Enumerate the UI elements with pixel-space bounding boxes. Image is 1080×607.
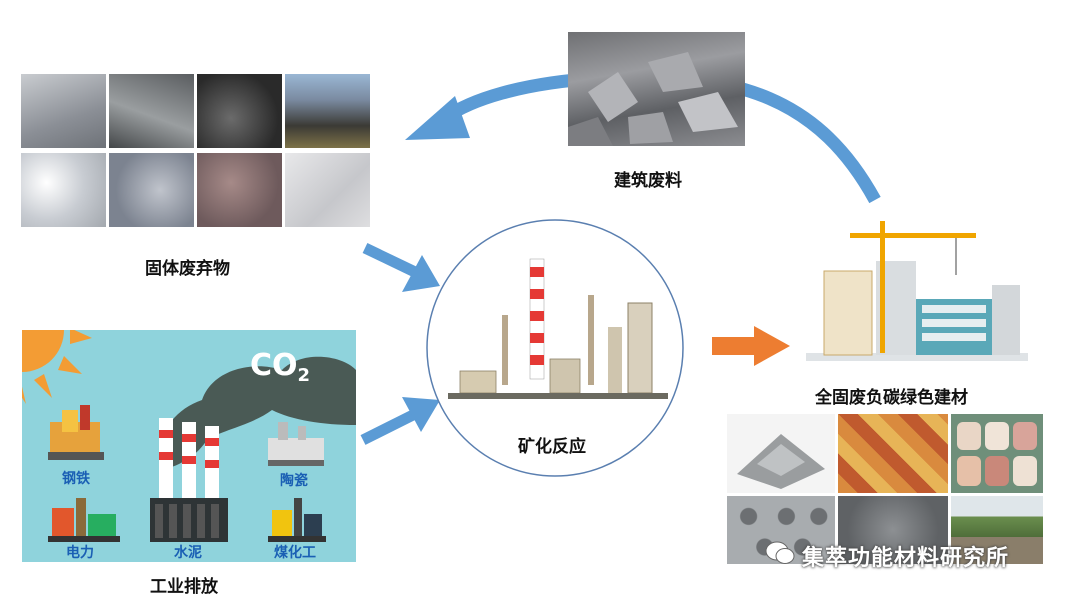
material-photo-hollow-blocks <box>727 414 835 493</box>
industry-label-power: 电力 <box>66 545 94 561</box>
reaction-circle <box>426 219 684 477</box>
power-plant-icon <box>48 498 120 542</box>
sun-icon <box>22 330 92 404</box>
construction-waste-label: 建筑废料 <box>614 171 682 191</box>
industrial-emission-label: 工业排放 <box>150 577 218 597</box>
waste-photo-powder <box>285 153 370 227</box>
waste-photo-mine <box>285 74 370 148</box>
waste-photo-ash <box>109 74 194 148</box>
coal-chemical-icon <box>268 498 326 542</box>
construction-site-illustration <box>806 221 1028 361</box>
waste-photo-slag <box>21 74 106 148</box>
industrial-emission-panel: CO2 钢铁 陶瓷 电力 水泥 煤化工 <box>22 330 356 562</box>
industry-illustration <box>22 330 356 542</box>
construction-waste-photo <box>568 32 745 146</box>
arrow-to-materials <box>712 326 790 366</box>
waste-photo-gray-stones <box>109 153 194 227</box>
industry-label-steel: 钢铁 <box>62 471 90 487</box>
material-photo-embankment <box>951 496 1043 564</box>
steel-factory-icon <box>48 405 104 460</box>
ceramics-factory-icon <box>268 422 324 466</box>
green-materials-label: 全固废负碳绿色建材 <box>815 388 968 408</box>
industry-label-cement: 水泥 <box>174 545 202 561</box>
industry-label-coal-chemical: 煤化工 <box>274 545 316 561</box>
co2-main: CO <box>250 348 298 383</box>
co2-subscript: 2 <box>297 365 311 386</box>
material-photo-cylinders <box>951 414 1043 493</box>
co2-label: CO2 <box>250 348 310 386</box>
mineralization-label: 矿化反应 <box>518 437 586 457</box>
watermark-text: 集萃功能材料研究所 <box>802 546 1010 571</box>
chemical-plant-illustration <box>448 258 668 399</box>
smoke-cloud <box>159 356 356 470</box>
waste-photo-coal-gangue <box>197 74 282 148</box>
chimneys-icon <box>150 418 228 542</box>
waste-photo-brown-stones <box>197 153 282 227</box>
industry-label-ceramics: 陶瓷 <box>280 473 308 489</box>
wechat-icon <box>765 541 795 565</box>
arrow-to-reaction-bottom <box>360 397 440 445</box>
material-photo-spheres <box>838 496 948 564</box>
arrow-to-reaction-top <box>362 243 440 292</box>
waste-photo-white-aggregate <box>21 153 106 227</box>
material-photo-pavers <box>838 414 948 493</box>
solid-waste-label: 固体废弃物 <box>145 259 230 279</box>
